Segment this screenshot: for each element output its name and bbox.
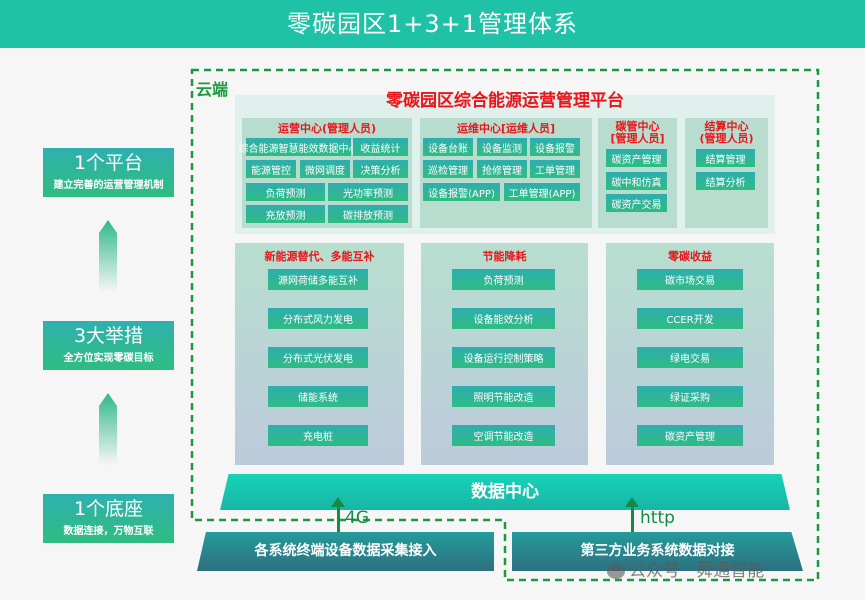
maint-item[interactable]: 抢修管理 bbox=[477, 160, 527, 178]
settlement-center-title: 结算中心(管理人员) bbox=[685, 121, 768, 145]
left-box-title: 1个底座 bbox=[73, 498, 144, 520]
carbon-item[interactable]: 碳资产交易 bbox=[606, 194, 667, 212]
ops-item[interactable]: 光功率预测 bbox=[328, 183, 408, 201]
data-center: 数据中心 bbox=[220, 474, 790, 510]
column-item[interactable]: 储能系统 bbox=[268, 386, 368, 407]
platform-title: 零碳园区综合能源运营管理平台 bbox=[386, 91, 624, 111]
left-box-platform: 1个平台建立完善的运营管理机制 bbox=[43, 148, 174, 197]
column-item[interactable]: 绿证采购 bbox=[637, 386, 743, 407]
left-box-title: 1个平台 bbox=[73, 152, 144, 174]
column-item[interactable]: 源网荷储多能互补 bbox=[268, 269, 368, 290]
cloud-label: 云端 bbox=[196, 80, 229, 99]
wechat-icon bbox=[607, 563, 625, 579]
column-item[interactable]: 空调节能改造 bbox=[452, 425, 555, 446]
left-box-base: 1个底座数据连接，万物互联 bbox=[43, 494, 174, 543]
ops-item[interactable]: 收益统计 bbox=[353, 138, 408, 156]
maint-item[interactable]: 工单管理(APP) bbox=[504, 183, 580, 201]
column-item[interactable]: 设备运行控制策略 bbox=[452, 347, 555, 368]
settlement-title-line: (管理人员) bbox=[699, 132, 754, 145]
column-item[interactable]: 充电桩 bbox=[268, 425, 368, 446]
ops-item[interactable]: 负荷预测 bbox=[246, 183, 325, 201]
ops-item[interactable]: 碳排放预测 bbox=[328, 205, 408, 223]
column-item[interactable]: 碳资产管理 bbox=[637, 425, 743, 446]
column-item[interactable]: 分布式光伏发电 bbox=[268, 347, 368, 368]
link-http-line bbox=[631, 502, 634, 536]
carbon-title-line: [管理人员] bbox=[610, 132, 665, 145]
ops-item[interactable]: 充放预测 bbox=[246, 205, 325, 223]
column-item[interactable]: 照明节能改造 bbox=[452, 386, 555, 407]
arrow-up-icon bbox=[331, 497, 345, 507]
arrow-up-icon bbox=[625, 497, 639, 507]
device-data-access: 各系统终端设备数据采集接入 bbox=[197, 532, 494, 571]
maint-item[interactable]: 设备报警 bbox=[530, 138, 580, 156]
left-box-measures: 3大举措全方位实现零碳目标 bbox=[43, 321, 174, 370]
up-arrow-icon bbox=[99, 220, 117, 292]
column-item[interactable]: 绿电交易 bbox=[637, 347, 743, 368]
ops-item[interactable]: 决策分析 bbox=[353, 160, 408, 178]
carbon-center-title: 碳管中心[管理人员] bbox=[598, 121, 677, 145]
column-item[interactable]: 分布式风力发电 bbox=[268, 308, 368, 329]
carbon-title-line: 碳管中心 bbox=[615, 120, 660, 133]
maint-item[interactable]: 巡检管理 bbox=[423, 160, 473, 178]
maint-item[interactable]: 设备监测 bbox=[477, 138, 527, 156]
carbon-item[interactable]: 碳资产管理 bbox=[606, 149, 667, 167]
carbon-item[interactable]: 碳中和仿真 bbox=[606, 172, 667, 190]
left-box-subtitle: 建立完善的运营管理机制 bbox=[53, 180, 164, 191]
up-arrow-icon bbox=[99, 393, 117, 465]
column-title: 新能源替代、多能互补 bbox=[264, 250, 375, 263]
settlement-item[interactable]: 结算分析 bbox=[696, 172, 755, 190]
watermark: 公众号 · 舜通智能 bbox=[607, 556, 764, 581]
link-4g-label: 4G bbox=[345, 508, 369, 528]
column-title: 零碳收益 bbox=[668, 250, 712, 263]
third-party-integration: 第三方业务系统数据对接 bbox=[512, 532, 803, 571]
link-4g-line bbox=[337, 502, 340, 536]
column-item[interactable]: 碳市场交易 bbox=[637, 269, 743, 290]
settlement-title-line: 结算中心 bbox=[704, 120, 749, 133]
watermark-text: 公众号 · 舜通智能 bbox=[629, 561, 765, 581]
maint-item[interactable]: 设备台账 bbox=[423, 138, 473, 156]
column-item[interactable]: CCER开发 bbox=[637, 308, 743, 329]
page-title: 零碳园区1+3+1管理体系 bbox=[0, 0, 865, 48]
column-item[interactable]: 负荷预测 bbox=[452, 269, 555, 290]
left-box-title: 3大举措 bbox=[73, 325, 144, 347]
left-box-subtitle: 全方位实现零碳目标 bbox=[63, 353, 154, 364]
ops-item[interactable]: 微网调度 bbox=[300, 160, 350, 178]
ops-center-title: 运营中心(管理人员) bbox=[277, 122, 377, 135]
settlement-item[interactable]: 结算管理 bbox=[696, 149, 755, 167]
maint-item[interactable]: 设备报警(APP) bbox=[423, 183, 500, 201]
left-box-subtitle: 数据连接，万物互联 bbox=[63, 526, 154, 537]
column-title: 节能降耗 bbox=[482, 250, 527, 263]
column-item[interactable]: 设备能效分析 bbox=[452, 308, 555, 329]
ops-item[interactable]: 综合能源智慧能效数据中心 bbox=[239, 138, 359, 156]
link-http-label: http bbox=[640, 508, 675, 528]
maint-item[interactable]: 工单管理 bbox=[530, 160, 580, 178]
maint-center-title: 运维中心[运维人员] bbox=[456, 122, 556, 135]
ops-item[interactable]: 能源管控 bbox=[246, 160, 296, 178]
